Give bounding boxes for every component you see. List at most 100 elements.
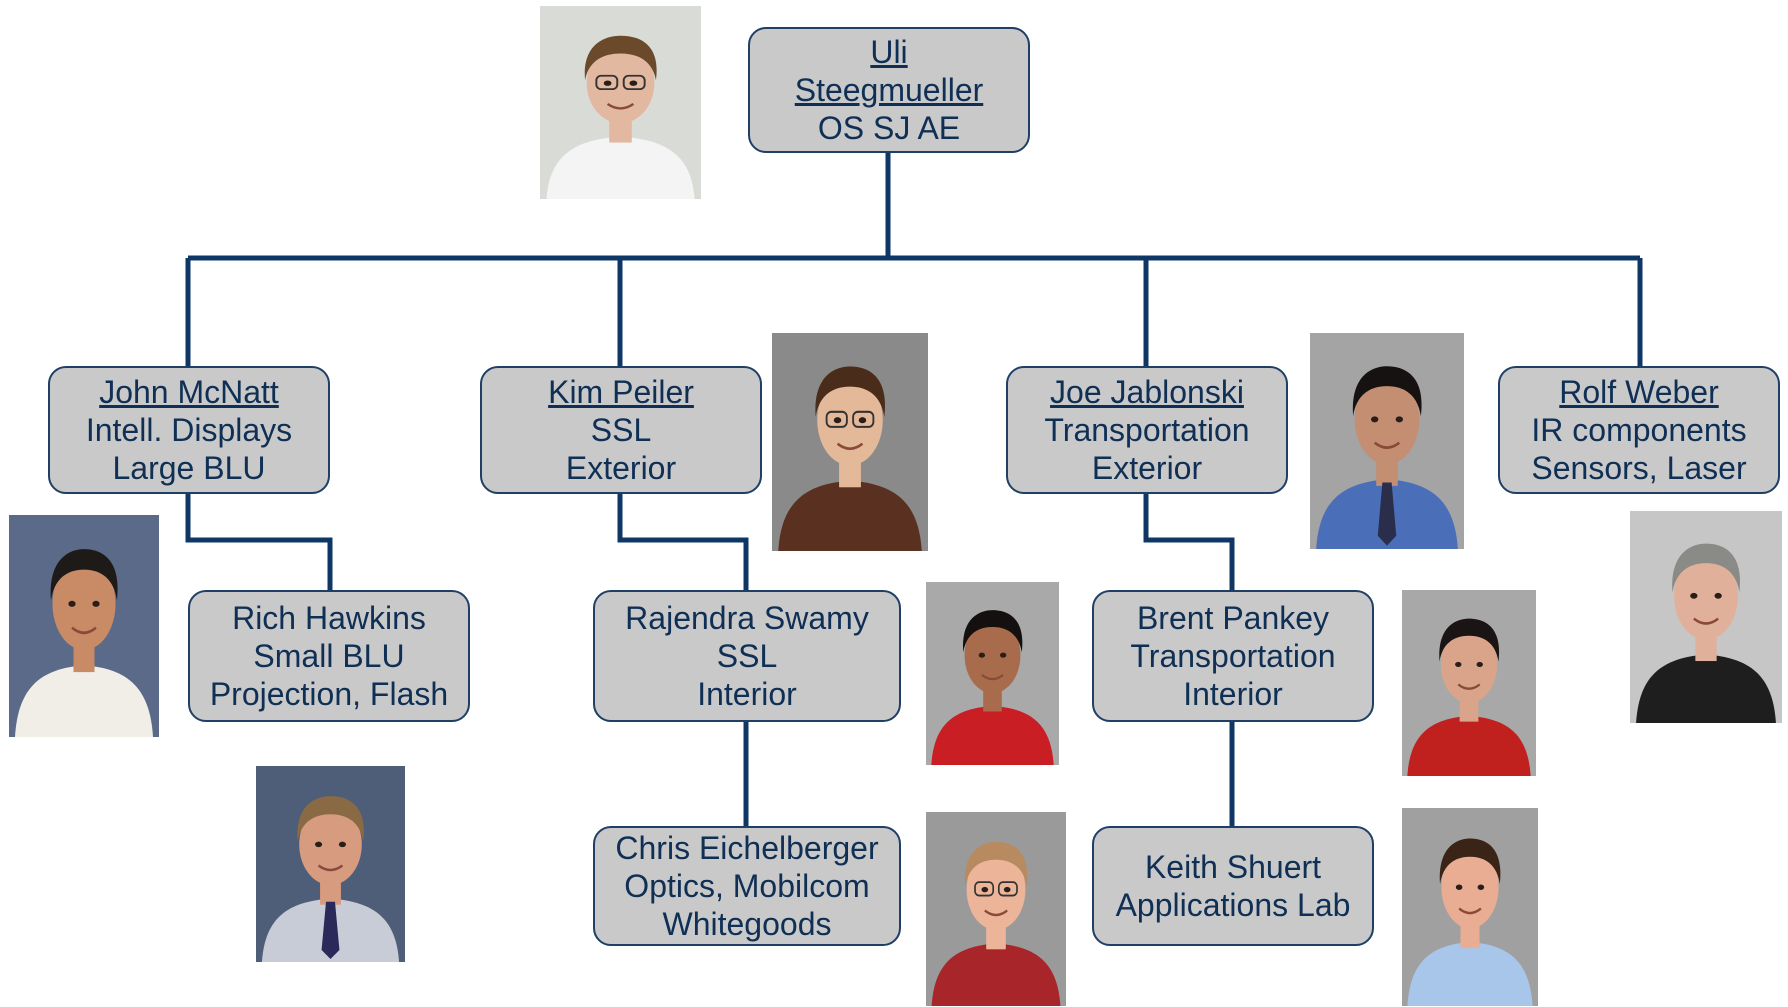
connector-jablonski-pankey <box>1143 494 1235 590</box>
portrait-face <box>52 557 116 650</box>
portrait-shirt <box>1636 654 1776 723</box>
portrait-graphic <box>926 812 1066 1006</box>
portrait-eye-left <box>68 600 76 607</box>
node-peiler: Kim Peiler SSL Exterior <box>480 366 762 494</box>
node-pankey: Brent Pankey Transportation Interior <box>1092 590 1374 722</box>
node-shuert: Keith Shuert Applications Lab <box>1092 826 1374 946</box>
portrait-shirt <box>15 665 153 737</box>
portrait-eye-right <box>1477 884 1485 890</box>
name-pankey: Brent Pankey <box>1136 600 1330 636</box>
portrait-eye-right <box>858 417 867 424</box>
portrait-face <box>299 803 362 886</box>
portrait-glasses-right <box>622 74 646 91</box>
name-hawkins: Rich Hawkins <box>232 600 426 636</box>
photo-mcnatt <box>9 515 159 737</box>
portrait-hair <box>1439 838 1501 885</box>
portrait-eye-right <box>629 80 638 86</box>
portrait-mouth <box>1457 683 1481 690</box>
portrait-hair <box>962 610 1023 653</box>
photo-peiler <box>772 333 928 551</box>
role-weber: IR components <box>1531 412 1747 448</box>
portrait-eye-right <box>999 652 1007 658</box>
portrait-eye-left <box>1690 592 1698 599</box>
portrait-mouth <box>836 442 864 451</box>
photo-steegmueller <box>540 6 701 199</box>
portrait-hair <box>964 841 1028 887</box>
portrait-eye-right <box>1476 661 1483 667</box>
name-link-weber[interactable]: Rolf Weber <box>1559 374 1719 410</box>
role-peiler-2: Exterior <box>565 450 677 486</box>
portrait-mouth <box>606 103 635 110</box>
portrait-hair <box>1439 618 1500 662</box>
node-eichelberger: Chris Eichelberger Optics, Mobilcom Whit… <box>593 826 901 946</box>
portrait-face <box>964 617 1021 694</box>
portrait-mouth <box>981 673 1004 681</box>
name-link-mcnatt[interactable]: John McNatt <box>99 374 279 410</box>
role-jablonski-2: Exterior <box>1091 450 1203 486</box>
node-swamy: Rajendra Swamy SSL Interior <box>593 590 901 722</box>
portrait-graphic <box>772 333 928 551</box>
portrait-shirt <box>1407 715 1531 776</box>
role-mcnatt: Intell. Displays <box>85 412 293 448</box>
portrait-glasses-left <box>595 74 619 91</box>
role-hawkins-2: Projection, Flash <box>209 676 449 712</box>
name-swamy: Rajendra Swamy <box>625 600 869 636</box>
portrait-face <box>1674 551 1738 640</box>
portrait-hair <box>1672 543 1741 593</box>
node-weber: Rolf Weber IR components Sensors, Laser <box>1498 366 1780 494</box>
photo-jablonski <box>1310 333 1464 549</box>
portrait-shirt <box>778 480 922 551</box>
portrait-face <box>1354 374 1420 465</box>
portrait-mouth <box>1373 441 1401 449</box>
photo-hawkins <box>256 766 405 962</box>
portrait-graphic <box>256 766 405 962</box>
portrait-glasses-left <box>974 881 995 897</box>
portrait-graphic <box>926 582 1059 765</box>
connector-mcnatt-hawkins <box>185 494 333 590</box>
portrait-eye-left <box>603 80 612 86</box>
name-link-steegmueller[interactable]: Uli <box>870 34 908 70</box>
node-mcnatt: John McNatt Intell. Displays Large BLU <box>48 366 330 494</box>
portrait-mouth <box>1693 617 1719 625</box>
role-peiler: SSL <box>590 412 652 448</box>
name-link-jablonski[interactable]: Joe Jablonski <box>1050 374 1244 410</box>
portrait-eye-left <box>1455 884 1463 890</box>
portrait-face <box>1441 846 1499 929</box>
portrait-hair <box>1352 366 1422 417</box>
portrait-eye-left <box>1455 661 1462 667</box>
node-hawkins: Rich Hawkins Small BLU Projection, Flash <box>188 590 470 722</box>
photo-swamy <box>926 582 1059 765</box>
portrait-eye-right <box>1395 416 1404 423</box>
photo-weber <box>1630 511 1782 723</box>
portrait-face <box>1440 625 1498 704</box>
node-steegmueller: Uli Steegmueller OS SJ AE <box>748 27 1030 153</box>
portrait-graphic <box>1630 511 1782 723</box>
portrait-graphic <box>1310 333 1464 549</box>
portrait-graphic <box>1402 808 1538 1006</box>
role-eichelberger-2: Whitegoods <box>662 906 832 942</box>
role-pankey-2: Interior <box>1183 676 1283 712</box>
role-jablonski: Transportation <box>1044 412 1250 448</box>
portrait-face <box>817 374 883 466</box>
connector-peiler-swamy <box>617 494 749 590</box>
portrait-mouth <box>1458 907 1482 915</box>
portrait-shirt <box>1407 942 1533 1006</box>
role-mcnatt-2: Large BLU <box>112 450 266 486</box>
name-link-peiler[interactable]: Kim Peiler <box>548 374 694 410</box>
portrait-shirt <box>546 136 695 199</box>
portrait-face <box>586 43 655 124</box>
role-steegmueller: OS SJ AE <box>817 110 961 146</box>
node-jablonski: Joe Jablonski Transportation Exterior <box>1006 366 1288 494</box>
portrait-glasses-right <box>997 881 1018 897</box>
photo-shuert <box>1402 808 1538 1006</box>
portrait-hair <box>297 796 364 842</box>
name-link-steegmueller-surname[interactable]: Steegmueller <box>794 72 984 108</box>
portrait-eye-right <box>1714 592 1722 599</box>
portrait-mouth <box>984 909 1008 917</box>
portrait-graphic <box>9 515 159 737</box>
portrait-glasses-left <box>825 410 848 428</box>
connectors <box>185 152 1643 826</box>
portrait-hair <box>50 549 118 601</box>
portrait-face <box>966 849 1026 930</box>
